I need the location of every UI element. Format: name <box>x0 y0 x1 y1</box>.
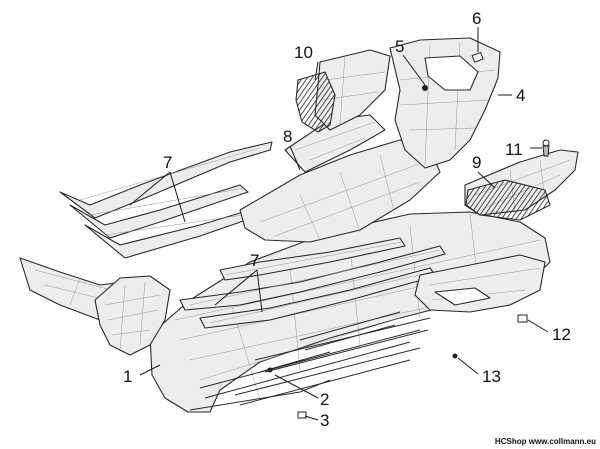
leg-shield-part <box>389 37 501 169</box>
callout-2: 2 <box>320 390 329 409</box>
floor-strips <box>234 311 431 406</box>
footer-url[interactable]: www.collmann.eu <box>528 437 596 446</box>
footer-credit: HCShop www.collmann.eu <box>495 437 596 446</box>
callout-1: 1 <box>123 367 132 386</box>
callout-4: 4 <box>516 86 525 105</box>
footer-shop: HCShop <box>494 437 527 446</box>
fasteners <box>267 51 550 419</box>
rubber-pad-left <box>295 71 336 133</box>
rubber-strips-upper <box>59 141 273 259</box>
callout-7-lower: 7 <box>250 251 259 270</box>
callout-13: 13 <box>482 367 501 386</box>
rubber-pad-right <box>465 179 551 221</box>
callout-10: 10 <box>294 43 313 62</box>
callout-7-upper: 7 <box>163 153 172 172</box>
callout-6: 6 <box>472 9 481 28</box>
callout-3: 3 <box>320 411 329 430</box>
callout-9: 9 <box>472 153 481 172</box>
front-mudguard <box>94 275 171 356</box>
callout-8: 8 <box>283 127 292 146</box>
rear-right-floor <box>414 254 546 313</box>
callout-12: 12 <box>552 325 571 344</box>
leader-lines <box>129 27 549 421</box>
central-tunnel <box>239 114 441 243</box>
callout-labels: 1 2 3 4 5 6 7 7 8 9 10 11 12 13 <box>123 9 571 430</box>
callout-5: 5 <box>395 37 404 56</box>
callout-11: 11 <box>505 140 523 159</box>
